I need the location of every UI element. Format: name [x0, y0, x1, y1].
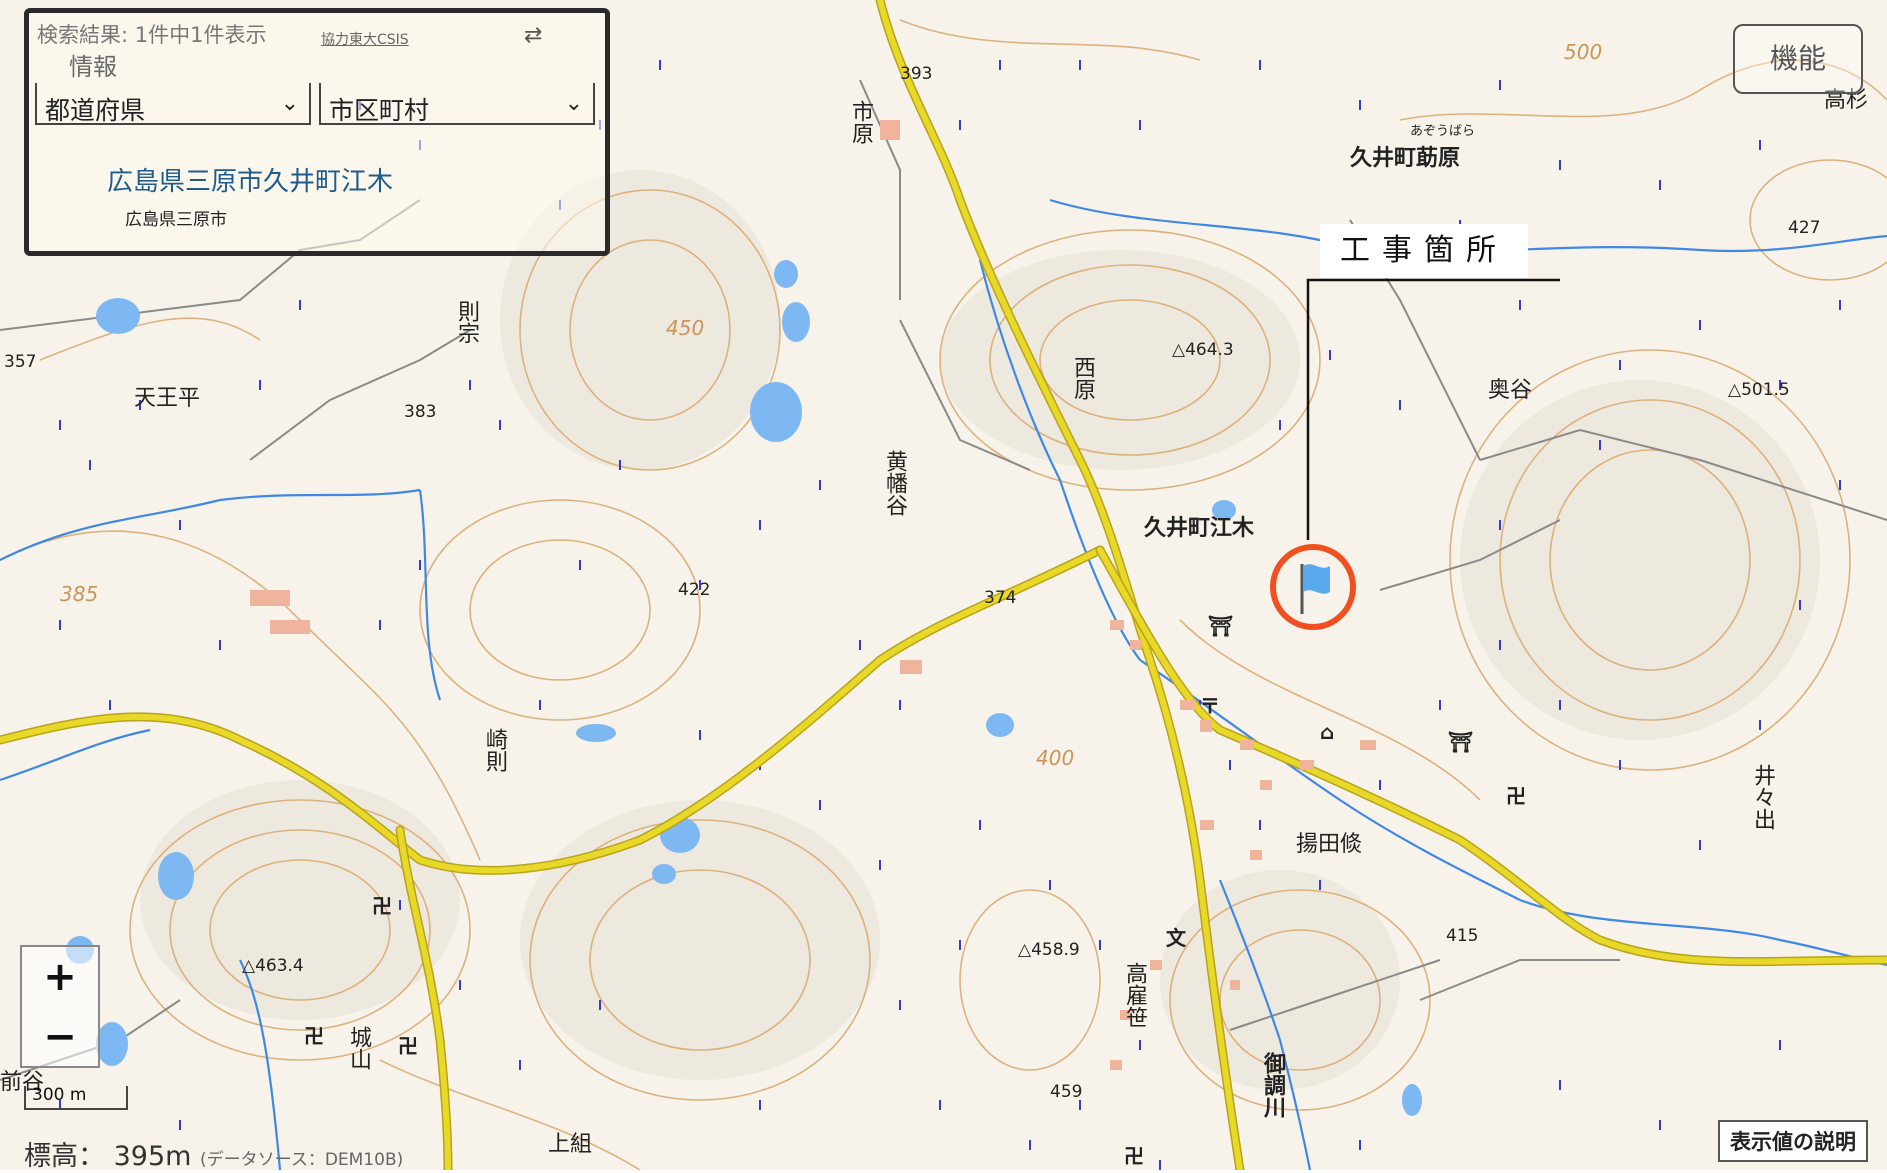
place-takagasa: 高雇笹	[1122, 962, 1147, 1028]
contour-label-450: 450	[666, 316, 705, 340]
search-result-count: 検索結果: 1件中1件表示	[37, 23, 267, 47]
zoom-in-button[interactable]: +	[43, 954, 77, 1000]
credit-link[interactable]: 協力東大CSIS	[321, 32, 409, 48]
place-kibatani: 黄幡谷	[882, 450, 907, 516]
community-hall-icon: ⌂	[1320, 720, 1335, 744]
municipality-select[interactable]: 市区町村 ⌄	[319, 83, 595, 125]
temple-icon: 卍	[398, 1034, 418, 1058]
place-kui-azo: 久井町莇原	[1350, 146, 1461, 171]
temple-icon: 卍	[372, 894, 392, 918]
elevation-source: (データソース：DEM10B)	[200, 1150, 404, 1170]
zoom-out-button[interactable]: −	[43, 1014, 77, 1060]
spot-height-393: 393	[900, 64, 933, 84]
search-result-sub: 広島県三原市	[125, 210, 227, 230]
place-maetani: 前谷	[0, 1070, 45, 1095]
collapse-icon[interactable]: ⇄	[524, 23, 543, 48]
prefecture-select-value: 都道府県	[45, 96, 146, 125]
spot-height-501: △501.5	[1728, 380, 1790, 400]
place-kamigumi: 上組	[548, 1132, 593, 1157]
place-shihara: 市原	[848, 100, 873, 144]
elevation-value: 395m	[113, 1141, 192, 1172]
shrine-icon: ⛩	[1448, 730, 1474, 754]
spot-height-427: 427	[1788, 218, 1821, 238]
place-iode: 井々出	[1750, 764, 1775, 830]
place-okutani: 奥谷	[1488, 378, 1533, 403]
shrine-icon: ⛩	[1208, 614, 1234, 638]
spot-height-458: △458.9	[1018, 940, 1080, 960]
zoom-control: + −	[20, 945, 100, 1068]
place-norimune: 則宗	[454, 300, 479, 344]
chevron-down-icon: ⌄	[564, 91, 583, 116]
spot-height-422: 422	[678, 580, 711, 600]
construction-site-label: 工事箇所	[1320, 224, 1528, 278]
place-ageta: 揚田倐	[1296, 832, 1363, 857]
scale-bar: 300 m	[24, 1086, 128, 1110]
place-tennohei: 天王平	[134, 386, 201, 411]
elevation-readout: 標高： 395m (データソース：DEM10B)	[24, 1134, 403, 1173]
function-button[interactable]: 機能	[1733, 24, 1863, 94]
info-tab[interactable]: 情報	[69, 53, 117, 81]
place-azo-kana: あぞうばら	[1410, 124, 1476, 139]
spot-height-374: 374	[984, 588, 1017, 608]
temple-icon: 卍	[304, 1024, 324, 1048]
spot-height-464: △464.3	[1172, 340, 1234, 360]
contour-label-400: 400	[1036, 746, 1075, 770]
search-result-link[interactable]: 広島県三原市久井町江木	[107, 167, 394, 197]
legend-button[interactable]: 表示値の説明	[1718, 1120, 1868, 1162]
spot-height-383: 383	[404, 402, 437, 422]
spot-height-463: △463.4	[242, 956, 304, 976]
municipality-select-value: 市区町村	[329, 96, 430, 125]
search-panel: 検索結果: 1件中1件表示 協力東大CSIS ⇄ 情報 都道府県 ⌄ 市区町村 …	[24, 8, 610, 256]
school-icon: 文	[1166, 926, 1186, 950]
elevation-label: 標高：	[24, 1141, 105, 1172]
place-sakinori: 崎則	[482, 728, 507, 772]
contour-label-500: 500	[1564, 40, 1603, 64]
contour-label-385: 385	[60, 582, 99, 606]
post-office-icon: 〒	[1200, 694, 1220, 718]
place-mitsugigawa: 御調川	[1260, 1052, 1285, 1118]
spot-height-357: 357	[4, 352, 37, 372]
temple-icon: 卍	[1506, 784, 1526, 808]
flag-icon	[1300, 564, 1330, 614]
temple-icon: 卍	[1124, 1144, 1144, 1168]
place-kui-ego: 久井町江木	[1144, 516, 1255, 541]
spot-height-459: 459	[1050, 1082, 1083, 1102]
construction-site-marker[interactable]	[1268, 542, 1358, 632]
chevron-down-icon: ⌄	[280, 91, 299, 116]
place-nishihara: 西原	[1070, 356, 1095, 400]
place-jouyama: 城山	[346, 1026, 371, 1070]
spot-height-415: 415	[1446, 926, 1479, 946]
prefecture-select[interactable]: 都道府県 ⌄	[35, 83, 311, 125]
